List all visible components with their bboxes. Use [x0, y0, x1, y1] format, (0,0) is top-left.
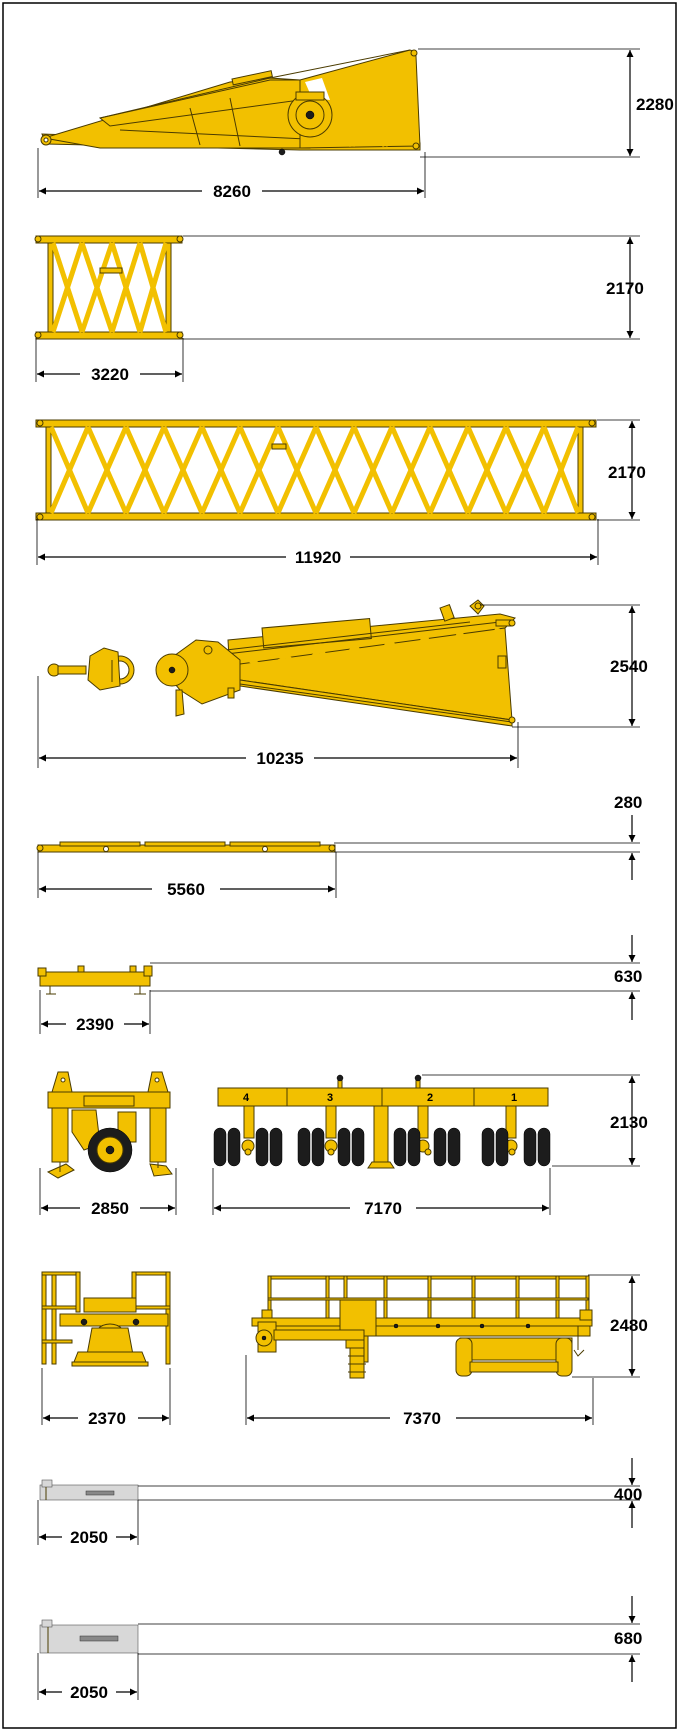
flat-beam-width: 5560	[167, 880, 205, 899]
lattice-short-width: 3220	[91, 365, 129, 384]
axle-label-1: 1	[511, 1092, 517, 1104]
boom-base-height: 2540	[610, 657, 648, 676]
platform-height: 2480	[610, 1316, 648, 1335]
platform-front-view	[41, 1271, 171, 1367]
platform-side-view	[251, 1275, 593, 1379]
dolly-front-width: 2850	[91, 1199, 129, 1218]
axle-label-4: 4	[243, 1092, 250, 1104]
platform-front-width: 2370	[88, 1409, 126, 1428]
crossbeam-height: 630	[614, 967, 642, 986]
boom-base-width: 10235	[256, 749, 303, 768]
crossbeam-drawing	[37, 965, 153, 995]
boom-head-section: 2280 8260	[37, 48, 674, 201]
counterweight-thin-height: 400	[614, 1485, 642, 1504]
flat-beam: 280 5560	[36, 793, 642, 899]
lattice-long-height: 2170	[608, 463, 646, 482]
counterweight-thick-drawing	[39, 1619, 139, 1654]
counterweight-thin-drawing	[39, 1479, 139, 1501]
boom-head-height: 2280	[636, 95, 674, 114]
slewing-platform: 2480 2370 7370	[41, 1271, 648, 1428]
counterweight-thick-height: 680	[614, 1629, 642, 1648]
lattice-short-drawing	[34, 235, 184, 340]
platform-side-width: 7370	[403, 1409, 441, 1428]
lattice-long-width: 11920	[295, 548, 341, 567]
dolly-side-width: 7170	[364, 1199, 402, 1218]
axle-label-3: 3	[327, 1092, 333, 1104]
boom-head-width: 8260	[213, 182, 251, 201]
lattice-long-drawing	[35, 419, 597, 521]
dolly-axle-unit: 4 3 2 1	[39, 1071, 648, 1218]
counterweight-slab-thick: 680 2050	[37, 1596, 642, 1702]
lattice-short-height: 2170	[606, 279, 644, 298]
dolly-side-view: 4 3 2 1	[213, 1074, 551, 1169]
counterweight-slab-thin: 400 2050	[37, 1458, 642, 1547]
crossbeam: 630 2390	[37, 935, 642, 1034]
dolly-front-view	[46, 1071, 173, 1179]
lattice-section-short: 2170 3220	[34, 235, 644, 384]
boom-base-drawing	[47, 599, 516, 727]
flat-beam-drawing	[36, 841, 336, 853]
counterweight-thick-width: 2050	[70, 1683, 108, 1702]
boom-base-section: 2540 10235	[37, 599, 648, 768]
boom-head-drawing	[40, 49, 421, 156]
crossbeam-width: 2390	[76, 1015, 114, 1034]
counterweight-thin-width: 2050	[70, 1528, 108, 1547]
lattice-section-long: 2170 11920	[35, 419, 646, 567]
flat-beam-height: 280	[614, 793, 642, 812]
axle-label-2: 2	[427, 1092, 433, 1104]
dolly-height: 2130	[610, 1113, 648, 1132]
